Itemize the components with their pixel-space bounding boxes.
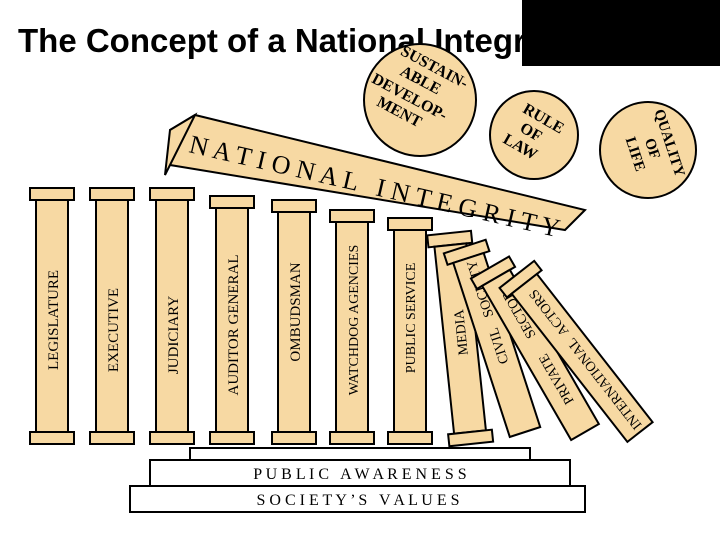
pillar-label-executive: EXECUTIVE [106, 288, 122, 372]
foundation-society-values [129, 485, 586, 513]
ball-sustainable-development: SUSTAIN- ABLE DEVELOP- MENT [363, 43, 477, 157]
pillar-label-judiciary: JUDICIARY [166, 296, 182, 375]
foundation-top-step [189, 447, 531, 461]
ball-quality-of-life: QUALITY OF LIFE [599, 101, 697, 199]
public-awareness-label: P U B L I C A W A R E N E S S [253, 466, 466, 483]
pillar-label-watchdog-agencies: WATCHDOG AGENCIES [347, 245, 362, 396]
pillar-judiciary: JUDICIARY [149, 187, 195, 445]
pillar-auditor-general: AUDITOR GENERAL [209, 195, 255, 445]
pillar-media: MEDIA [426, 229, 495, 448]
black-corner-block [522, 0, 720, 66]
roof-tip [164, 112, 198, 176]
pillar-label-public-service: PUBLIC SERVICE [404, 263, 419, 374]
ball-qol-line-2: OF [641, 136, 663, 161]
ball-rule-of-law: RULE OF LAW [489, 90, 579, 180]
pillar-executive: EXECUTIVE [89, 187, 135, 445]
society-values-label: S O C I E T Y ’ S V A L U E S [257, 492, 460, 509]
page-title: The Concept of a National Integrity Syst… [18, 22, 691, 59]
pillar-label-ombudsman: OMBUDSMAN [288, 262, 304, 361]
pillar-label-legislature: LEGISLATURE [46, 270, 62, 370]
pillar-label-media: MEDIA [452, 308, 472, 356]
pillar-label-auditor-general: AUDITOR GENERAL [226, 255, 242, 396]
pillar-ombudsman: OMBUDSMAN [271, 199, 317, 445]
pillar-legislature: LEGISLATURE [29, 187, 75, 445]
pillar-watchdog-agencies: WATCHDOG AGENCIES [329, 209, 375, 445]
pillar-public-service: PUBLIC SERVICE [387, 217, 433, 445]
